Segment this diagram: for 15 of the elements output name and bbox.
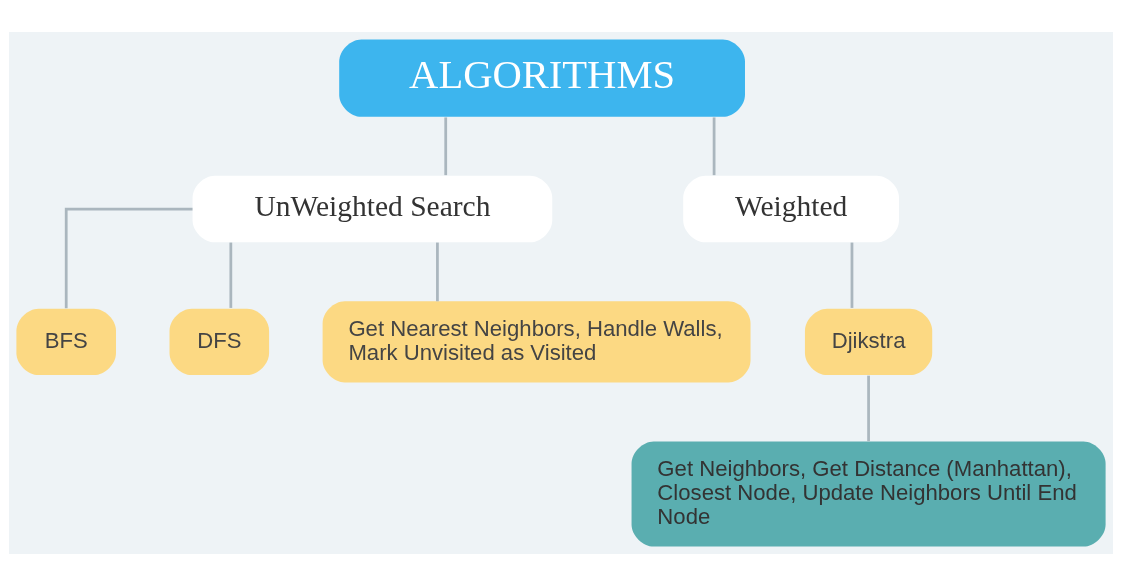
connector [850,242,854,308]
node-box: Get Nearest Neighbors, Handle Walls, Mark Unvisited as Visited [322,300,751,382]
node-box: DFS [169,308,270,375]
connector [64,207,193,308]
node-box: Get Neighbors, Get Distance (Manhattan), Closest Node, Update Neighbors Until End Node [631,441,1106,547]
connector [229,242,233,308]
node-box: ALGORITHMS [339,38,745,117]
node-box: Weighted [683,175,899,242]
connector [867,375,870,441]
node-box: BFS [16,308,116,375]
connector [712,116,716,175]
node-box: UnWeighted Search [192,175,553,242]
connector [444,116,448,175]
connector [436,242,439,301]
node-box: Djikstra [804,308,933,375]
